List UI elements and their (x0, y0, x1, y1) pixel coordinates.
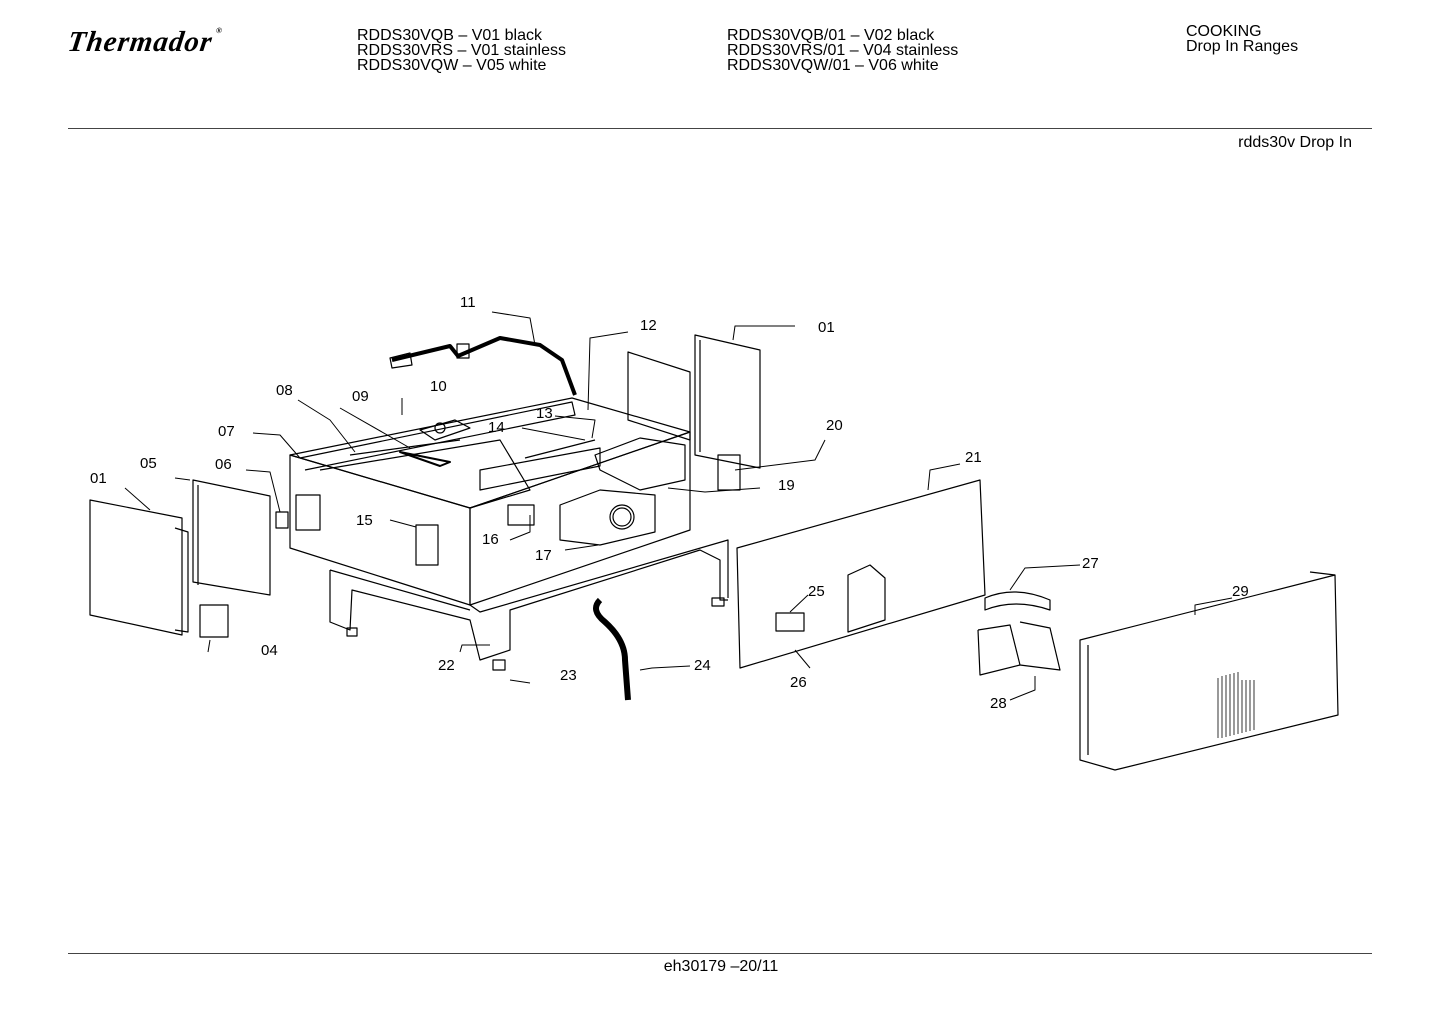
back-panel-part (1079, 571, 1339, 771)
model-line: RDDS30VRS/01 – V04 stainless (727, 42, 959, 59)
model-list-right: RDDS30VQB/01 – V02 black RDDS30VRS/01 – … (727, 27, 959, 74)
subcategory: Drop In Ranges (1186, 38, 1299, 55)
callout-14: 14 (488, 419, 505, 436)
callout-06: 06 (215, 456, 232, 473)
side-panel-left-part (89, 479, 289, 638)
callout-16: 16 (482, 531, 499, 548)
callout-01: 01 (818, 319, 835, 336)
model-line: RDDS30VQW/01 – V06 white (727, 57, 939, 74)
callout-08: 08 (276, 382, 293, 399)
side-panel-rear-part (627, 334, 761, 491)
model-list-left: RDDS30VQB – V01 black RDDS30VRS – V01 st… (357, 27, 566, 74)
frame-legs-part (329, 539, 729, 671)
diagram-title: rdds30v Drop In (1238, 134, 1352, 151)
callout-labels: 11 12 01 08 09 10 13 14 07 20 05 06 01 2… (90, 294, 1249, 712)
callout-28: 28 (990, 695, 1007, 712)
bracket-parts (977, 591, 1061, 676)
callout-04: 04 (261, 642, 278, 659)
category: COOKING (1186, 23, 1262, 40)
gas-pipe-part (389, 336, 577, 396)
callout-10: 10 (430, 378, 447, 395)
callout-20: 20 (826, 417, 843, 434)
callout-29: 29 (1232, 583, 1249, 600)
model-line: RDDS30VQB/01 – V02 black (727, 27, 935, 44)
callout-24: 24 (694, 657, 711, 674)
model-line: RDDS30VQW – V05 white (357, 57, 547, 74)
callout-26: 26 (790, 674, 807, 691)
callout-12: 12 (640, 317, 657, 334)
callout-05: 05 (140, 455, 157, 472)
callout-15: 15 (356, 512, 373, 529)
callout-17: 17 (535, 547, 552, 564)
front-panel-part (736, 479, 986, 669)
document-id: eh30179 –20/11 (663, 958, 779, 975)
category-block: COOKING Drop In Ranges (1186, 23, 1299, 55)
callout-09: 09 (352, 388, 369, 405)
callout-01-left: 01 (90, 470, 107, 487)
callout-21: 21 (965, 449, 982, 466)
hose-part (593, 597, 631, 701)
callout-27: 27 (1082, 555, 1099, 572)
callout-11: 11 (460, 294, 476, 311)
callout-13: 13 (536, 405, 553, 422)
header-divider (68, 128, 1372, 129)
burner-assembly-part (507, 489, 656, 546)
callout-22: 22 (438, 657, 455, 674)
callout-07: 07 (218, 423, 235, 440)
callout-23: 23 (560, 667, 577, 684)
callout-19: 19 (778, 477, 795, 494)
leader-lines (124, 311, 1233, 701)
callout-25: 25 (808, 583, 825, 600)
model-line: RDDS30VRS – V01 stainless (357, 42, 566, 59)
model-line: RDDS30VQB – V01 black (357, 27, 542, 44)
footer-divider (68, 953, 1372, 954)
